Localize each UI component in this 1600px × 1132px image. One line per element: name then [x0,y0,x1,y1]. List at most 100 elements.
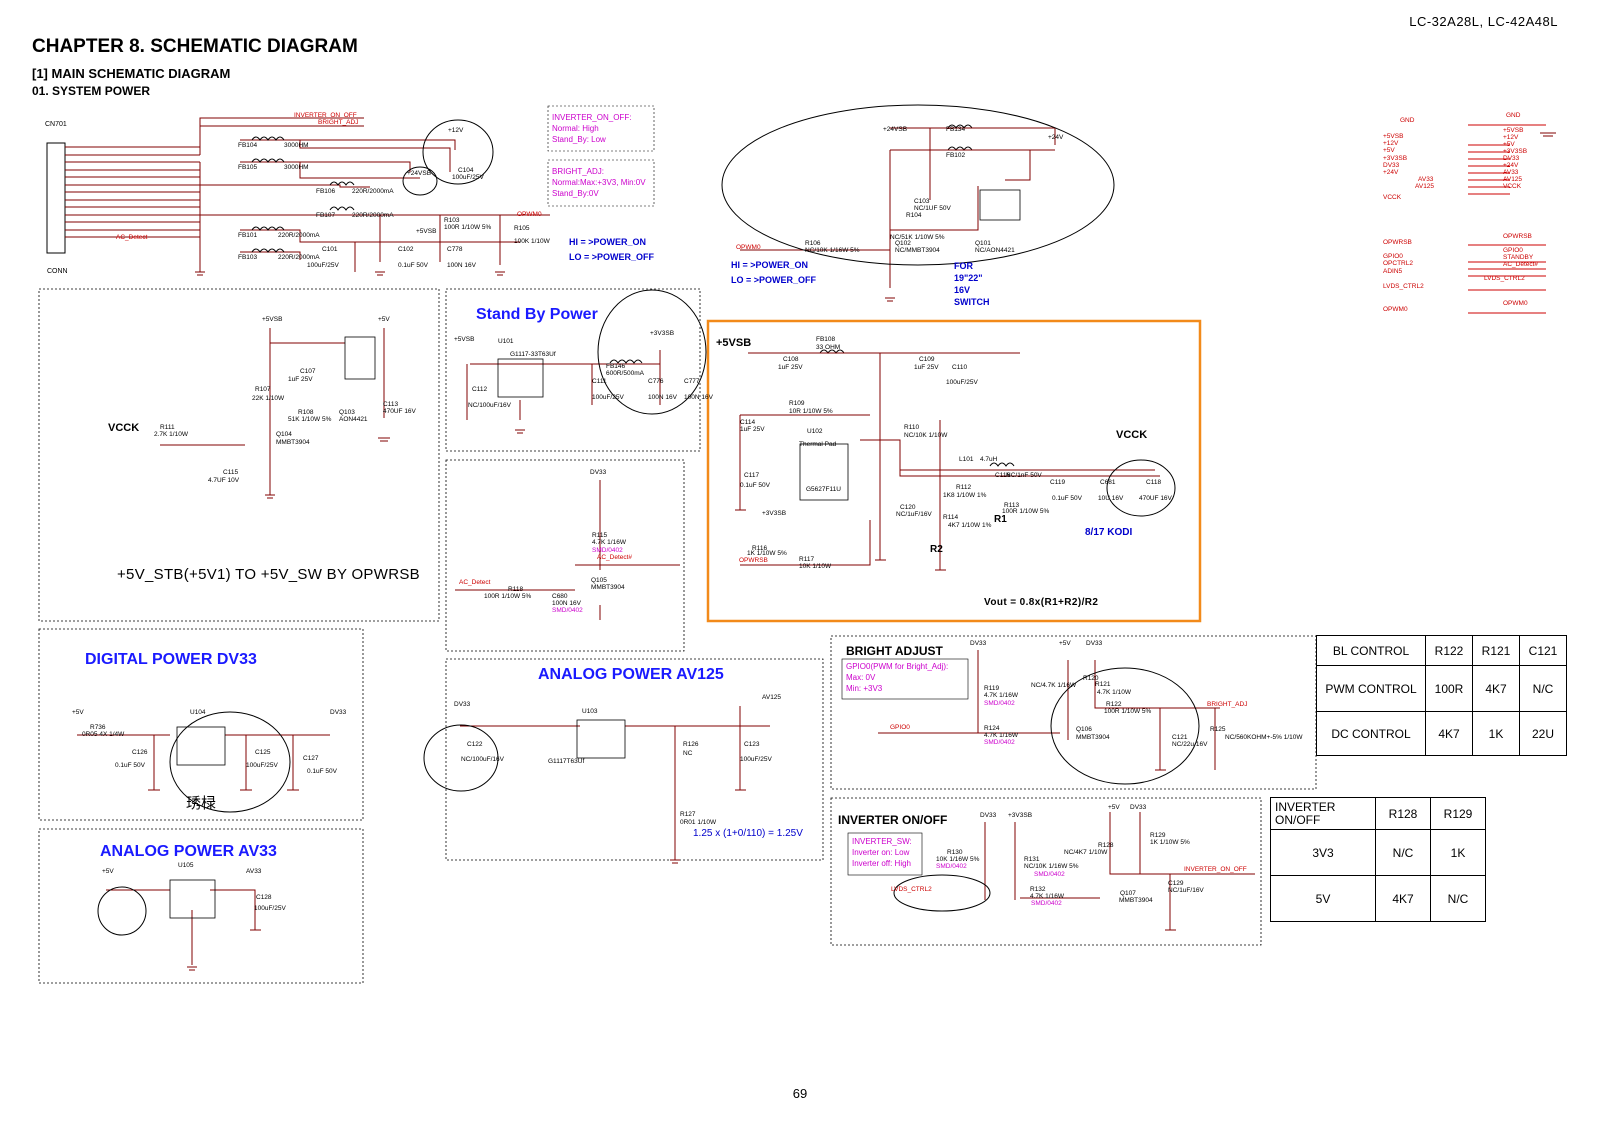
component-label: ADIN5 [1383,268,1403,275]
rail-5vsb: +5VSB [716,337,752,349]
component-label: 220R/2000mA [352,212,394,219]
table-header: INVERTER ON/OFF [1270,797,1376,830]
component-label: INVERTER_ON_OFF [1184,866,1247,873]
analog-power-av125-title: ANALOG POWER AV125 [538,666,724,683]
component-label: 3000HM [284,164,309,171]
component-label: +3V3SB [1008,812,1033,819]
component-label: 4.7K 1/16W [1030,893,1064,900]
component-label: +5V [1503,141,1515,148]
component-label: 10K 1/10W [799,563,832,570]
component-label: C115 [223,469,239,476]
component-label: 33 OHM [816,344,841,351]
component-label: GPIO0 [1383,253,1403,260]
table-cell: 1K [1430,829,1486,876]
component-label: 22K 1/10W [252,395,285,402]
table-cell: 4K7 [1375,875,1431,922]
component-label: 4.7UF 10V [208,477,240,484]
net-ports [1468,124,1546,314]
component-label: +5V [1383,147,1395,154]
component-label: AV125 [762,694,782,701]
component-label: DV33 [1503,155,1520,162]
component-label: LVDS_CTRL2 [1484,275,1525,282]
component-label: +24V [1503,162,1519,169]
component-label: 4.7K 1/16W [592,539,626,546]
component-label: +3V3SB [1383,155,1408,162]
component-label: Thermal Pad [799,441,837,448]
connector-sublabel: CONN [47,268,68,275]
standby-power-title: Stand By Power [476,306,598,323]
component-label: R118 [508,586,524,593]
component-label: OPWRSB [1503,233,1532,240]
component-label: R105 [514,225,530,232]
component-label: MMBT3904 [276,439,310,446]
component-label: +3V3SB [1503,148,1528,155]
component-label: +5VSB [416,228,437,235]
bl-control-table: BL CONTROL R122 R121 C121 PWM CONTROL 10… [1316,635,1567,756]
component-label: DV33 [330,709,347,716]
component-label: NC/4.7K 1/16W [1031,682,1077,689]
component-label: R111 [160,424,175,431]
component-label: MMBT3904 [1076,734,1110,741]
component-label: C102 [398,246,414,253]
component-label: +24VSB [407,170,432,177]
component-label: AC_Detect [459,579,491,586]
component-label: NC/10K 1/16W 5% [805,247,860,254]
component-label: R104 [906,212,922,219]
component-label: R107 [255,386,271,393]
component-label: C681 [1100,479,1116,486]
component-label: R120 [1083,675,1099,682]
component-label: DV33 [454,701,471,708]
component-label: C109 [919,356,935,363]
component-label: SMD/0402 [984,739,1015,746]
component-label: NC/4K7 1/10W [1064,849,1108,856]
component-label: 100N 16V [552,600,581,607]
component-label: +5V [1059,640,1071,647]
component-label: NC/1nF 50V [1006,472,1042,479]
component-label: SMD/0402 [1034,871,1065,878]
component-label: C128 [256,894,272,901]
component-label: C680 [552,593,568,600]
component-label: OPWM0 [517,211,542,218]
component-label: 0.1uF 50V [1052,495,1082,502]
component-label: 100uF/25V [307,262,339,269]
component-label: DV33 [1130,804,1147,811]
power-on-note: HI = >POWER_ON [569,237,647,247]
component-label: C110 [952,364,968,371]
table-cell: 100R [1425,665,1473,712]
component-label: R115 [592,532,608,539]
component-label: DV33 [1086,640,1103,647]
component-label: R110 [904,424,920,431]
component-label: DV33 [1383,162,1400,169]
component-label: +12V [448,127,464,134]
component-label: OPWRSB [1383,239,1412,246]
component-label: SMD/0402 [936,863,967,870]
component-label: +5V [378,316,390,323]
note-frame [847,832,923,876]
component-label: AV125 [1415,183,1435,190]
component-label: MMBT3904 [591,584,625,591]
component-label: C122 [467,741,483,748]
component-label: R736 [90,724,106,731]
component-label: R124 [984,725,1000,732]
component-label: 470UF 16V [1139,495,1172,502]
component-label: VCCK [1383,194,1402,201]
component-label: FB106 [316,188,336,195]
component-label: SMD/0402 [1031,900,1062,907]
component-label: 100uF/25V [452,174,484,181]
component-label: Q107 [1120,890,1136,897]
component-label: GND [1506,112,1521,119]
component-label: C116 [995,472,1011,479]
vout-formula: Vout = 0.8x(R1+R2)/R2 [984,597,1099,608]
av125-formula: 1.25 x (1+0/110) = 1.25V [693,828,803,839]
component-label: 0R01 1/10W [680,819,717,826]
component-label: 100K 1/10W [514,238,550,245]
component-label: +5V [102,868,114,875]
component-label: NC/100uF/16V [468,402,511,409]
component-label: C127 [303,755,319,762]
table-cell: N/C [1430,875,1486,922]
component-label: C103 [914,198,930,205]
component-label: Q101 [975,240,991,247]
note-frame [547,159,655,207]
power-off-note: LO = >POWER_OFF [569,252,655,262]
